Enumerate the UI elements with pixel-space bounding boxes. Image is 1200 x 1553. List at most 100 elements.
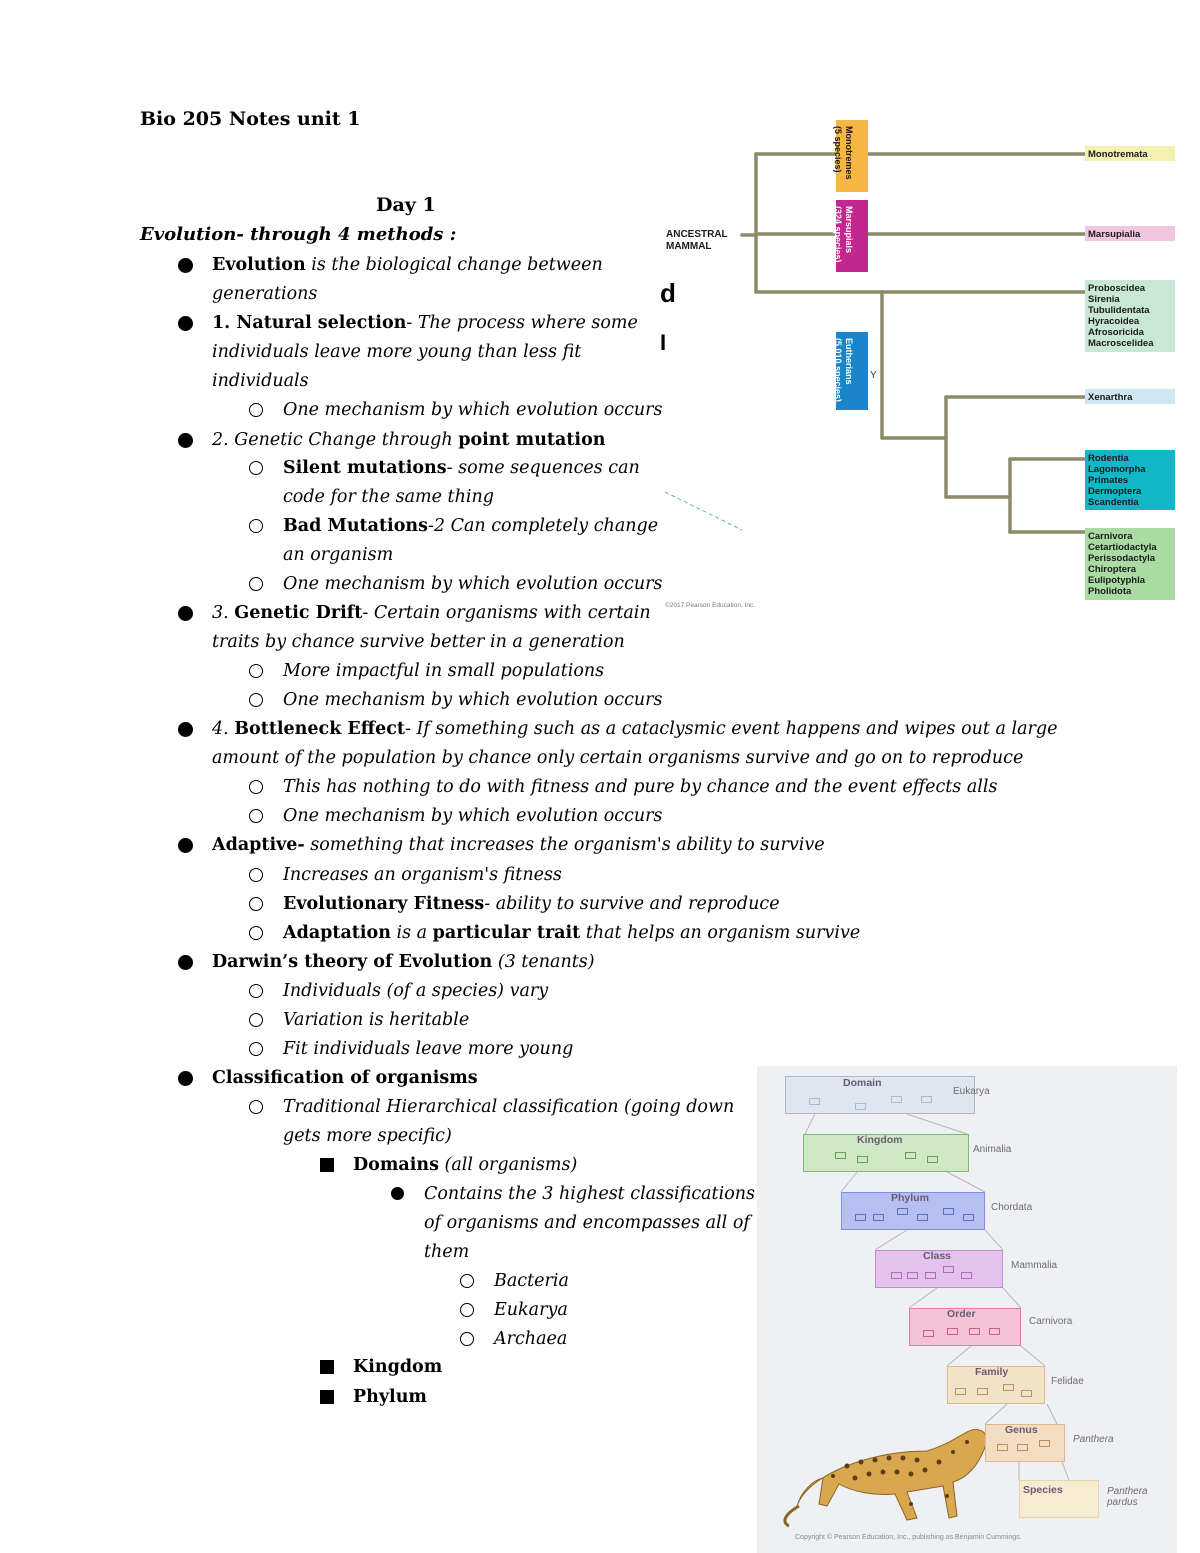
- bullet-circle: [249, 1013, 263, 1027]
- svg-text:Marsupials: Marsupials: [844, 206, 854, 253]
- note-domain-bacteria: Bacteria: [494, 1271, 569, 1291]
- note-domains-sub: Contains the 3 highest classifications: [424, 1184, 755, 1204]
- rank-box-phylum: [841, 1192, 985, 1230]
- note-evolutionary-fitness: Evolutionary Fitness- ability to survive…: [283, 894, 780, 914]
- tip-label-marsupialia: Marsupialia: [1088, 229, 1141, 240]
- bullet-circle: [249, 577, 263, 591]
- member-glyph: [1039, 1440, 1050, 1447]
- note-darwin-1: Individuals (of a species) vary: [283, 981, 549, 1001]
- rank-label-domain: Domain: [843, 1077, 882, 1089]
- note-classification: Classification of organisms: [212, 1068, 478, 1088]
- bullet-disc: [178, 1071, 193, 1086]
- rank-label-phylum: Phylum: [891, 1192, 929, 1204]
- taxon-name-order: Carnivora: [1029, 1316, 1073, 1327]
- svg-text:Tubulidentata: Tubulidentata: [1088, 305, 1150, 316]
- note-evolution-cont: generations: [212, 284, 318, 304]
- cropped-glyph: d: [660, 278, 676, 308]
- member-glyph: [1017, 1444, 1028, 1451]
- bullet-circle: [249, 403, 263, 417]
- taxonomy-figure: Domain Eukarya Kingdom Animalia Phylum C…: [757, 1066, 1177, 1553]
- rank-box-class: [875, 1250, 1003, 1288]
- note-classification-sub: Traditional Hierarchical classification …: [283, 1097, 735, 1117]
- member-glyph: [907, 1272, 918, 1279]
- tip-box-xenarthra: [1085, 389, 1175, 404]
- note-bad-mutations: Bad Mutations-2 Can completely change: [283, 516, 659, 536]
- bullet-circle: [249, 926, 263, 940]
- dashed-line: [664, 491, 743, 531]
- rank-box-kingdom: [803, 1134, 969, 1172]
- member-glyph: [809, 1098, 820, 1105]
- bullet-disc: [178, 258, 193, 273]
- member-glyph: [923, 1330, 934, 1337]
- svg-text:Hyracoidea: Hyracoidea: [1088, 316, 1140, 327]
- svg-text:Afrosoricida: Afrosoricida: [1088, 327, 1145, 338]
- bullet-disc: [178, 955, 193, 970]
- taxon-name-phylum: Chordata: [991, 1202, 1033, 1213]
- note-genetic-drift: 3. Genetic Drift- Certain organisms with…: [212, 603, 651, 623]
- group-box-marsupials: [836, 200, 868, 272]
- member-glyph: [891, 1096, 902, 1103]
- taxon-name-kingdom: Animalia: [973, 1144, 1012, 1155]
- section-subheading: Evolution- through 4 methods :: [140, 224, 457, 245]
- phylogeny-copyright: ©2017 Pearson Education, Inc.: [665, 601, 755, 609]
- member-glyph: [943, 1208, 954, 1215]
- svg-text:Pholidota: Pholidota: [1088, 586, 1132, 597]
- root-label-line2: MAMMAL: [666, 241, 712, 252]
- rank-label-class: Class: [923, 1250, 952, 1262]
- cropped-glyph: I: [660, 330, 666, 355]
- taxon-name-class: Mammalia: [1011, 1260, 1058, 1271]
- taxonomy-copyright: Copyright © Pearson Education, Inc., pub…: [795, 1534, 1022, 1541]
- note-kingdom: Kingdom: [353, 1357, 443, 1377]
- note-domains-sub-cont: them: [424, 1242, 470, 1262]
- note-bad-mutations-cont: an organism: [283, 545, 394, 565]
- note-phylum: Phylum: [353, 1387, 427, 1407]
- member-glyph: [963, 1214, 974, 1221]
- note-silent-mutations: Silent mutations- some sequences can: [283, 458, 640, 478]
- note-domains-sub-cont: of organisms and encompasses all of: [424, 1213, 750, 1233]
- document-title: Bio 205 Notes unit 1: [140, 108, 361, 130]
- member-glyph: [921, 1096, 932, 1103]
- member-glyph: [873, 1214, 884, 1221]
- bullet-disc: [178, 722, 193, 737]
- day-heading: Day 1: [376, 194, 436, 216]
- taxon-name-species: Panthera pardus: [1107, 1486, 1148, 1508]
- tip-labels-laurasiatheria: Carnivora Cetartiodactyla Perissodactyla…: [1088, 531, 1157, 597]
- bullet-circle: [249, 461, 263, 475]
- svg-text:Proboscidea: Proboscidea: [1088, 283, 1146, 294]
- member-glyph: [997, 1444, 1008, 1451]
- svg-text:Scandentia: Scandentia: [1088, 497, 1139, 508]
- bullet-circle: [249, 1100, 263, 1114]
- svg-text:Eulipotyphla: Eulipotyphla: [1088, 575, 1146, 586]
- taxonomy-connectors: [783, 1113, 1070, 1528]
- group-label-marsupials: Marsupials (324 species): [833, 206, 854, 263]
- member-glyph: [927, 1156, 938, 1163]
- rank-label-genus: Genus: [1005, 1424, 1038, 1436]
- svg-text:Cetartiodactyla: Cetartiodactyla: [1088, 542, 1157, 553]
- member-glyph: [955, 1388, 966, 1395]
- rank-label-kingdom: Kingdom: [857, 1134, 903, 1146]
- taxon-name-genus: Panthera: [1073, 1434, 1114, 1445]
- bullet-disc: [178, 316, 193, 331]
- note-genetic-change: 2. Genetic Change through point mutation: [212, 430, 606, 450]
- tip-labels-euarchontoglires: Rodentia Lagomorpha Primates Dermoptera …: [1088, 453, 1146, 508]
- rank-box-family: [947, 1366, 1045, 1404]
- member-glyph: [989, 1328, 1000, 1335]
- rank-label-order: Order: [947, 1308, 976, 1320]
- rank-label-family: Family: [975, 1366, 1009, 1378]
- note-natural-selection-cont: individuals leave more young than less f…: [212, 342, 582, 362]
- phylogeny-tree-svg: d I Y ANCESTRAL MAMMAL Monotremes (5 spe…: [660, 120, 1175, 609]
- tip-box-afrotheria: [1085, 280, 1175, 352]
- rank-box-domain: [785, 1076, 975, 1114]
- member-glyph: [891, 1272, 902, 1279]
- taxon-name-domain: Eukarya: [953, 1086, 990, 1097]
- bullet-circle: [249, 868, 263, 882]
- tip-box-marsupialia: [1085, 226, 1175, 241]
- note-domains: Domains (all organisms): [353, 1155, 578, 1175]
- svg-text:Macroscelidea: Macroscelidea: [1088, 338, 1154, 349]
- tip-box-laurasiatheria: [1085, 528, 1175, 600]
- svg-text:Monotremes: Monotremes: [844, 126, 854, 180]
- bullet-square: [320, 1390, 334, 1404]
- tip-labels-afrotheria: Proboscidea Sirenia Tubulidentata Hyraco…: [1088, 283, 1154, 349]
- member-glyph: [969, 1328, 980, 1335]
- note-classification-sub-cont: gets more specific): [283, 1126, 452, 1146]
